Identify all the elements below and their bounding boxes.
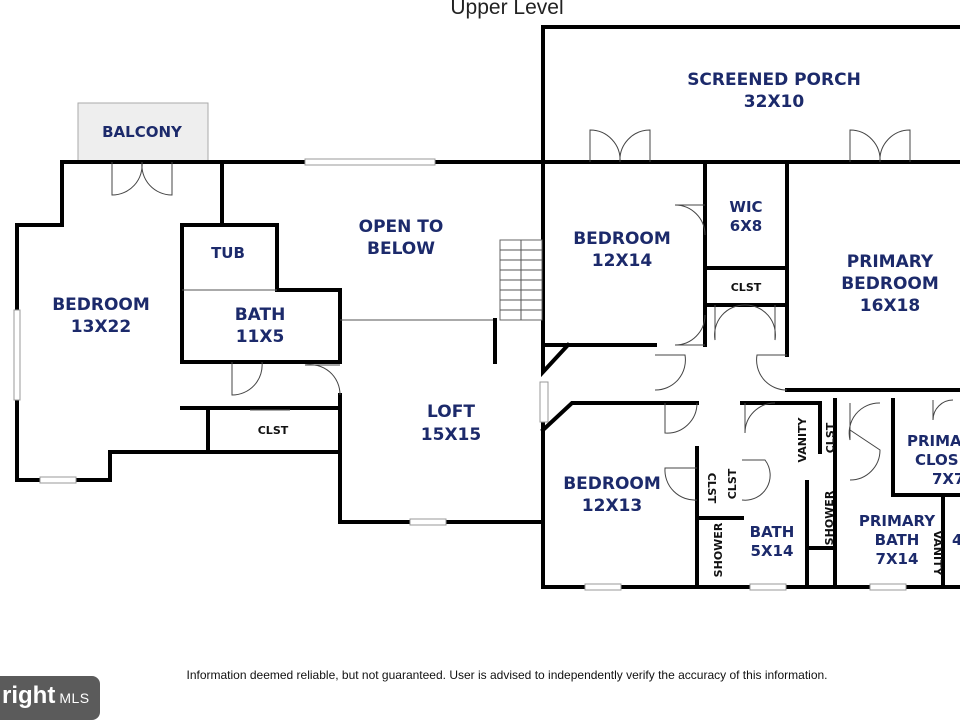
clst-a-label: CLST — [705, 473, 718, 504]
primary-bedroom-line2: BEDROOM — [841, 274, 939, 294]
clst-wic-label: CLST — [731, 281, 762, 294]
partial-room-label: 4 — [952, 531, 960, 549]
doors — [111, 129, 954, 501]
primary-bedroom-dims: 16X18 — [860, 296, 920, 316]
primary-closet-line1: PRIMA — [907, 432, 960, 450]
bedroom-12x14-dims: 12X14 — [592, 251, 653, 271]
walls — [15, 25, 960, 589]
bedroom-12x13-name: BEDROOM — [563, 474, 661, 494]
wic-dims: 6X8 — [730, 217, 762, 235]
bedroom-13x22-name: BEDROOM — [52, 295, 150, 315]
bath-5x14-dims: 5X14 — [751, 542, 794, 560]
screened-porch-dims: 32X10 — [744, 92, 805, 112]
vanity-b-label: VANITY — [931, 530, 944, 576]
primary-bath-dims: 7X14 — [876, 550, 919, 568]
loft-dims: 15X15 — [421, 425, 481, 445]
shower-b-label: SHOWER — [823, 490, 836, 545]
logo-suffix: MLS — [59, 690, 90, 706]
disclaimer-text: Information deemed reliable, but not gua… — [186, 668, 828, 682]
bedroom-13x22-dims: 13X22 — [71, 317, 131, 337]
primary-closet-dims: 7X7 — [932, 470, 960, 488]
loft-name: LOFT — [427, 402, 475, 422]
wic-name: WIC — [729, 198, 762, 216]
balcony-name: BALCONY — [102, 123, 183, 141]
bath-11x5-dims: 11X5 — [236, 327, 285, 347]
logo-text: right — [2, 682, 56, 709]
open-to-below-line1: OPEN TO — [359, 217, 444, 237]
clst-c-label: CLST — [824, 422, 837, 453]
primary-bedroom-line1: PRIMARY — [847, 252, 934, 272]
screened-porch-name: SCREENED PORCH — [687, 70, 861, 90]
vanity-a-label: VANITY — [796, 416, 809, 462]
primary-bath-line1: PRIMARY — [859, 512, 936, 530]
clst-b-label: CLST — [726, 468, 739, 499]
bedroom-12x14-name: BEDROOM — [573, 229, 671, 249]
bedroom-12x13-dims: 12X13 — [582, 496, 642, 516]
open-to-below-line2: BELOW — [367, 239, 435, 259]
room-labels: SCREENED PORCH 32X10 BALCONY BEDROOM 13X… — [52, 70, 960, 577]
balcony-area — [77, 102, 209, 162]
staircase — [499, 239, 543, 321]
bath-5x14-name: BATH — [750, 523, 795, 541]
floor-plan-title: Upper Level — [450, 0, 564, 19]
shower-a-label: SHOWER — [712, 522, 725, 577]
windows — [13, 158, 907, 591]
bath-11x5-name: BATH — [235, 305, 286, 325]
primary-closet-line2: CLOS — [915, 451, 959, 469]
tub-label: TUB — [211, 244, 245, 262]
primary-bath-line2: BATH — [875, 531, 920, 549]
clst-left-label: CLST — [258, 424, 289, 437]
